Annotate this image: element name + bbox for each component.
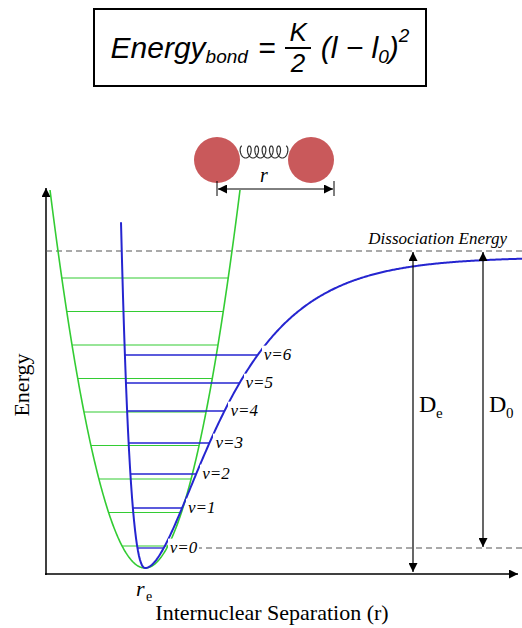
- de-arrow: [412, 252, 413, 572]
- subscript: 0: [506, 405, 514, 422]
- atom: [194, 137, 240, 183]
- level-label: v=1: [186, 499, 218, 518]
- level-label: v=5: [244, 374, 276, 393]
- spring: [240, 146, 288, 158]
- spring-coil: [240, 146, 288, 158]
- harmonic-level: [91, 445, 199, 446]
- harmonic-level: [67, 311, 224, 312]
- separation-symbol: r: [260, 164, 268, 186]
- morse-curve: [121, 222, 522, 568]
- harmonic-curve: [50, 190, 240, 568]
- asymptote-label: Dissociation Energy: [368, 230, 507, 249]
- harmonic-level: [62, 277, 228, 278]
- fraction: K2: [285, 18, 310, 77]
- subscript: e: [146, 589, 152, 604]
- zero-point-level: [196, 547, 522, 548]
- vibrational-level: [127, 410, 224, 411]
- subscript: e: [436, 405, 443, 422]
- harmonic-level: [78, 378, 213, 379]
- d0-arrow: [482, 252, 483, 547]
- numerator: K: [285, 18, 310, 49]
- vibrational-level: [137, 547, 163, 548]
- vibrational-level: [133, 507, 182, 508]
- formula-term: 2: [399, 25, 410, 47]
- formula-term: Energy: [111, 31, 206, 65]
- dissociation-level: [46, 250, 522, 251]
- harmonic-level: [109, 512, 182, 513]
- harmonic-level: [72, 344, 218, 345]
- level-label: v=2: [200, 465, 232, 484]
- dimension-tick: [217, 181, 218, 196]
- formula-term: =: [258, 31, 276, 65]
- equilibrium-symbol: r: [136, 577, 145, 601]
- level-label: v=3: [213, 434, 245, 453]
- denominator: 2: [291, 49, 305, 78]
- formula-term: (l − l: [321, 31, 379, 65]
- vibrational-level: [126, 382, 240, 383]
- formula-box: Energybond=K2(l − l0)2: [93, 8, 428, 87]
- level-label: v=0: [168, 539, 200, 558]
- x-axis: [45, 573, 518, 575]
- harmonic-level: [122, 545, 168, 546]
- atom: [288, 137, 334, 183]
- formula-term: ): [389, 31, 399, 65]
- axis-title: Internuclear Separation (r): [155, 601, 388, 625]
- vibrational-level: [130, 473, 196, 474]
- vibrational-level: [129, 442, 210, 443]
- level-label: v=6: [262, 346, 294, 365]
- formula-term: 0: [378, 46, 389, 68]
- y-axis: [45, 188, 47, 575]
- energy-symbol: D: [489, 391, 506, 417]
- dimension-line: [218, 189, 333, 190]
- harmonic-level: [99, 478, 191, 479]
- vibrational-level: [125, 354, 258, 355]
- energy-symbol: D: [419, 391, 436, 417]
- formula-term: bond: [206, 46, 248, 68]
- curves: [50, 190, 522, 568]
- level-label: v=4: [228, 402, 260, 421]
- axis-title: Energy: [10, 353, 34, 416]
- dimension-tick: [334, 181, 335, 196]
